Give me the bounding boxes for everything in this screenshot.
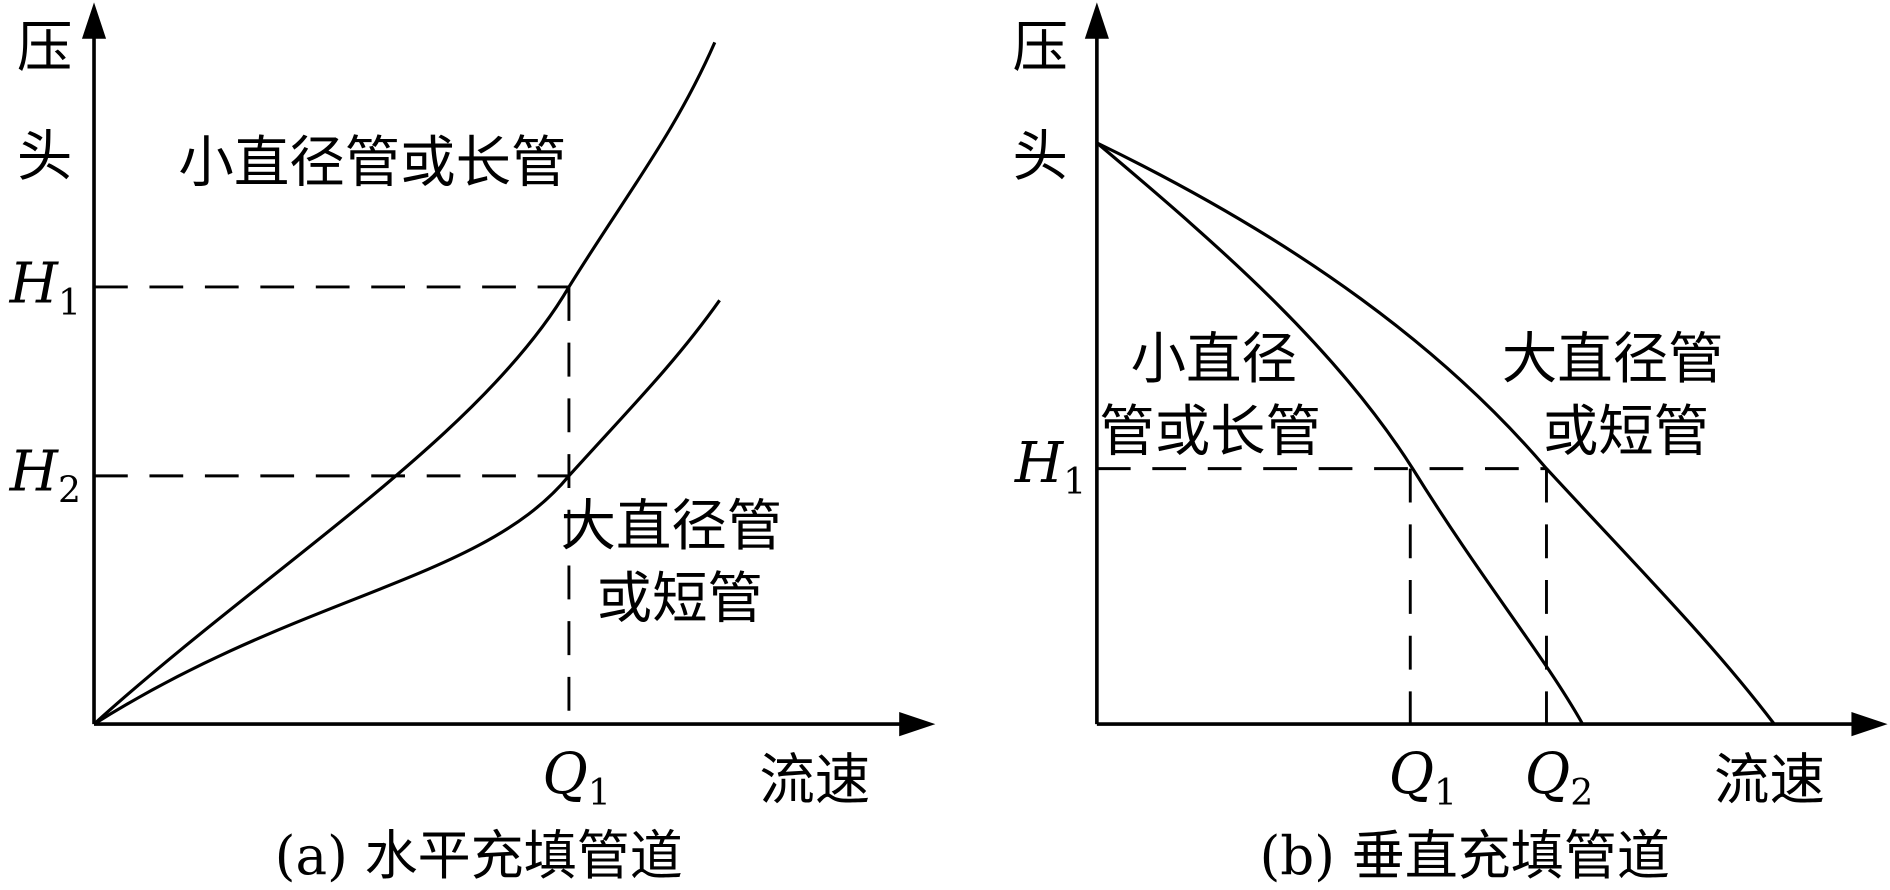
curve-small-label-1: 小直径 [1131,327,1297,392]
curve-small-label-2: 管或长管 [1099,399,1321,464]
curve-large-label-1: 大直径管 [1502,327,1724,392]
panel-a-horizontal: 压 头 H1 H2 Q1 流速 小直径管或长管 大直径管 或短管 (a) 水平充… [9,2,936,887]
caption-a: (a) 水平充填管道 [275,825,683,887]
curve-small-label: 小直径管或长管 [178,131,566,196]
h1-label: H1 [1014,431,1086,503]
x-axis-arrow-icon [1851,712,1888,737]
curve-large-label-2: 或短管 [597,566,763,631]
q1-label: Q1 [542,742,610,814]
curve-small-diameter [92,41,717,726]
x-axis-label: 流速 [759,748,870,813]
y-axis-label-1: 压 [1013,15,1068,80]
h2-label: H2 [9,439,81,511]
curve-large-label-1: 大直径管 [560,494,782,559]
curve-large-label-2: 或短管 [1543,399,1709,464]
panel-b-vertical: 压 头 H1 Q1 Q2 流速 小直径 管或长管 大直径管 或短管 (b) 垂直… [1013,2,1888,887]
curve-large-diameter [1096,141,1776,726]
q2-label: Q2 [1525,742,1593,814]
curve-large-diameter [93,299,721,726]
y-axis-label-2: 头 [1013,124,1068,189]
y-axis-arrow-icon [1084,2,1109,39]
q1-label: Q1 [1389,742,1457,814]
h1-label: H1 [9,252,81,324]
y-axis-label-1: 压 [17,15,72,80]
y-axis-arrow-icon [81,2,107,39]
x-axis-label: 流速 [1714,748,1825,813]
caption-b: (b) 垂直充填管道 [1260,825,1670,887]
y-axis-label-2: 头 [17,124,72,189]
curve-small-diameter [1095,141,1584,725]
x-axis-arrow-icon [899,712,936,737]
